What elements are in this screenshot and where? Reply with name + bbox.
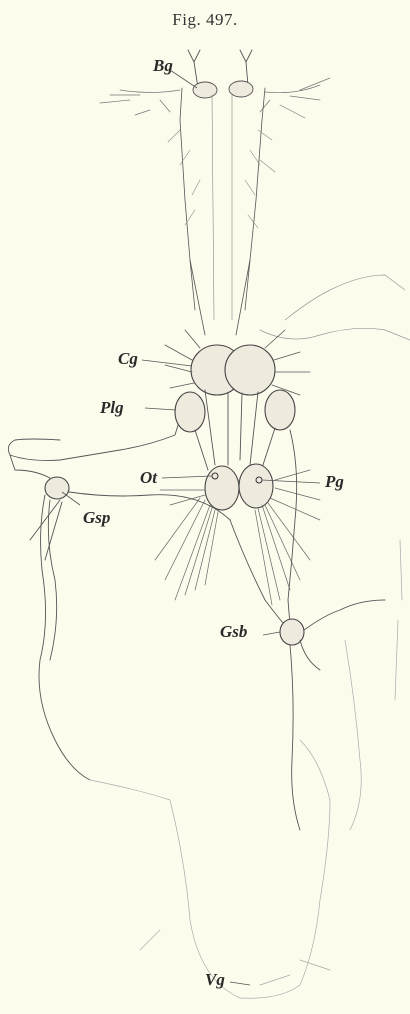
label-ot: Ot	[140, 468, 157, 488]
label-gsb: Gsb	[220, 622, 247, 642]
label-gsp: Gsp	[83, 508, 110, 528]
label-plg: Plg	[100, 398, 124, 418]
label-pg: Pg	[325, 472, 344, 492]
label-cg: Cg	[118, 349, 138, 369]
label-vg: Vg	[205, 970, 225, 990]
